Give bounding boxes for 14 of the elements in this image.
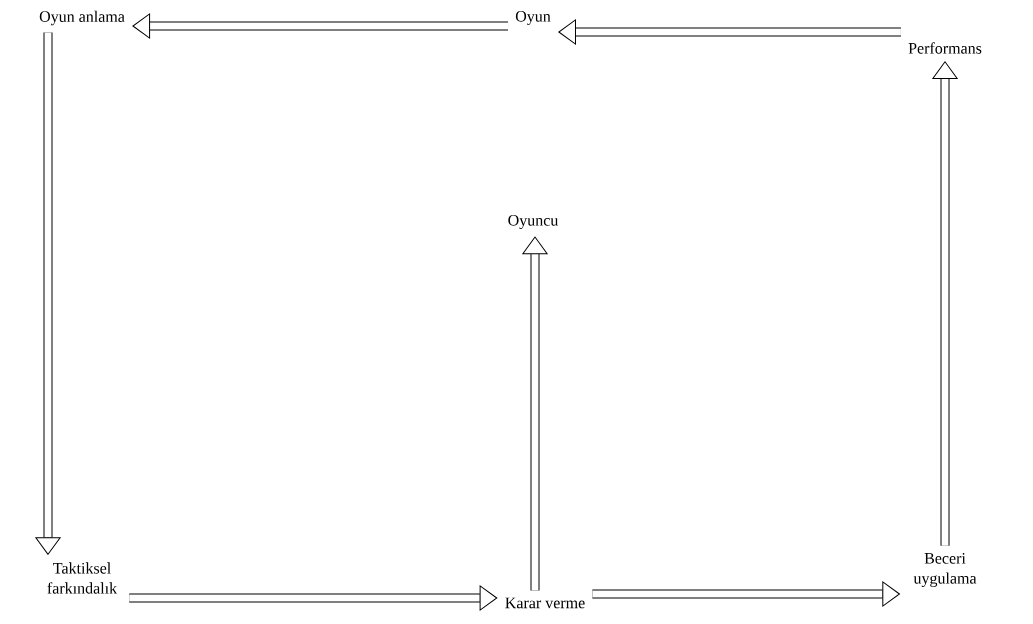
hollow-arrow: [558, 19, 901, 45]
text-label: Taktiksel farkındalık: [47, 562, 118, 594]
text-label: Oyuncu: [508, 215, 559, 229]
text-label: Performans: [908, 42, 982, 54]
text-label: Beceri uygulama: [913, 553, 977, 587]
hollow-arrow: [129, 585, 498, 611]
hollow-arrow: [932, 61, 958, 546]
hollow-arrow: [592, 581, 900, 607]
hollow-arrow: [132, 13, 509, 39]
hollow-arrow: [522, 236, 548, 591]
text-label: Oyun: [515, 11, 551, 25]
text-label: Karar verme: [505, 597, 585, 609]
text-label: Oyun anlama: [39, 10, 125, 26]
hollow-arrow: [35, 32, 61, 555]
